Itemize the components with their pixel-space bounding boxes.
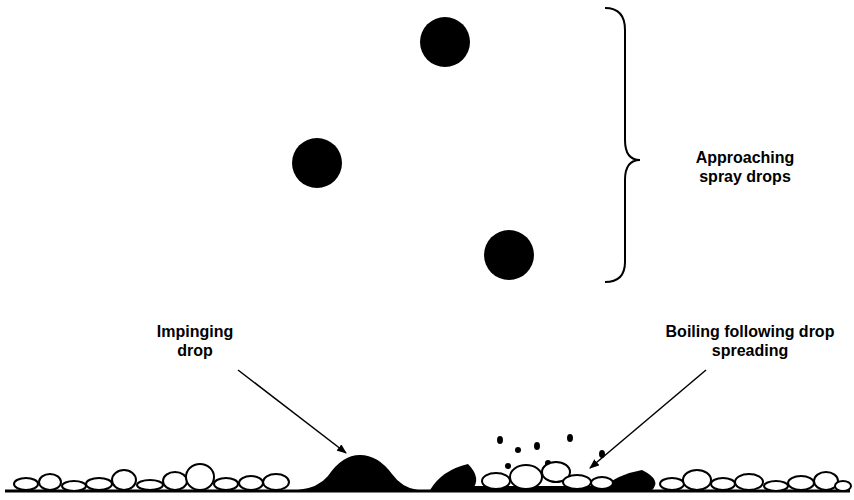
- leader-line: [590, 370, 706, 468]
- vapor-bubbles: [14, 462, 851, 491]
- impinging-drop: [298, 455, 418, 490]
- callout-label: Approaching spray drops: [680, 148, 810, 186]
- callout-label: Boiling following drop spreading: [665, 322, 835, 360]
- spray-drop: [292, 17, 534, 280]
- leader-line: [238, 370, 346, 453]
- brace: [605, 8, 640, 282]
- callout-label: Impinging drop: [140, 322, 250, 360]
